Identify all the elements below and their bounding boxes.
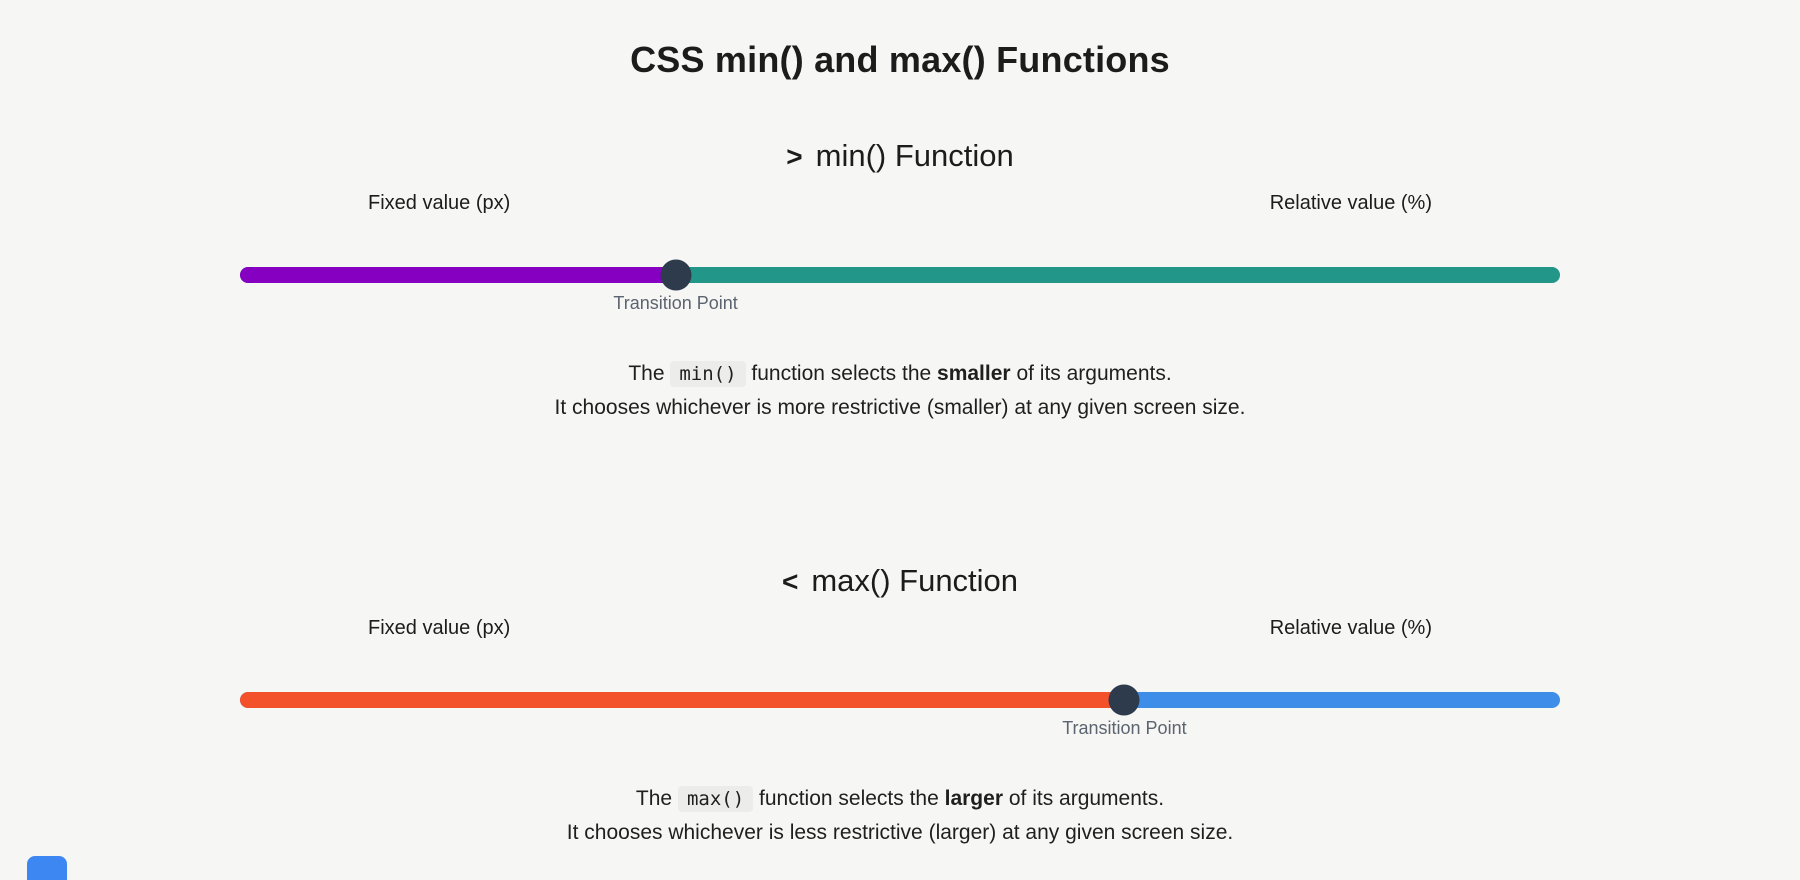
min-transition-point-label: Transition Point	[613, 293, 738, 313]
min-slider-track	[240, 259, 1560, 291]
min-heading-text: min() Function	[815, 138, 1014, 173]
max-fixed-value-label: Fixed value (px)	[368, 617, 511, 639]
min-function-section: > min() Function Fixed value (px) Relativ…	[0, 134, 1800, 424]
max-transition-point-label: Transition Point	[1062, 718, 1187, 738]
max-function-description: The max() function selects the larger of…	[0, 782, 1800, 849]
max-desc-bold: larger	[944, 787, 1003, 810]
greater-than-icon: >	[786, 141, 802, 172]
max-desc-post: of its arguments.	[1008, 787, 1165, 810]
page-title: CSS min() and max() Functions	[630, 39, 1170, 80]
max-slider-track	[240, 684, 1560, 716]
min-desc-pre: The	[628, 362, 665, 385]
max-section-heading: < max() Function	[0, 559, 1800, 604]
min-desc-bold: smaller	[937, 362, 1011, 385]
min-desc-mid: function selects the	[751, 362, 932, 385]
max-relative-value-label: Relative value (%)	[1269, 617, 1432, 639]
min-transition-point-knob[interactable]	[660, 259, 692, 291]
max-heading-text: max() Function	[811, 563, 1019, 598]
min-slider-labels-row: Fixed value (px) Relative value (%)	[240, 189, 1560, 217]
min-relative-value-label: Relative value (%)	[1269, 192, 1432, 214]
min-fixed-value-label: Fixed value (px)	[368, 192, 511, 214]
min-desc-post: of its arguments.	[1016, 362, 1172, 385]
min-function-description: The min() function selects the smaller o…	[0, 357, 1800, 424]
max-slider-labels-row: Fixed value (px) Relative value (%)	[240, 614, 1560, 642]
min-slider-fixed-segment	[240, 267, 676, 283]
less-than-icon: <	[781, 566, 798, 597]
partial-blue-element[interactable]	[27, 856, 67, 880]
max-slider: Transition Point	[240, 684, 1560, 738]
max-code-chip: max()	[677, 786, 754, 812]
max-function-section: < max() Function Fixed value (px) Relativ…	[0, 559, 1800, 849]
max-transition-point-knob[interactable]	[1108, 684, 1140, 716]
max-desc-pre: The	[635, 787, 673, 810]
max-desc-mid: function selects the	[759, 787, 939, 810]
max-desc-line2: It chooses whichever is less restrictive…	[566, 821, 1234, 844]
min-section-heading: > min() Function	[0, 134, 1800, 179]
min-slider: Transition Point	[240, 259, 1560, 313]
max-slider-fixed-segment	[240, 692, 1125, 708]
min-desc-line2: It chooses whichever is more restrictive…	[554, 396, 1246, 419]
min-code-chip: min()	[670, 361, 746, 387]
